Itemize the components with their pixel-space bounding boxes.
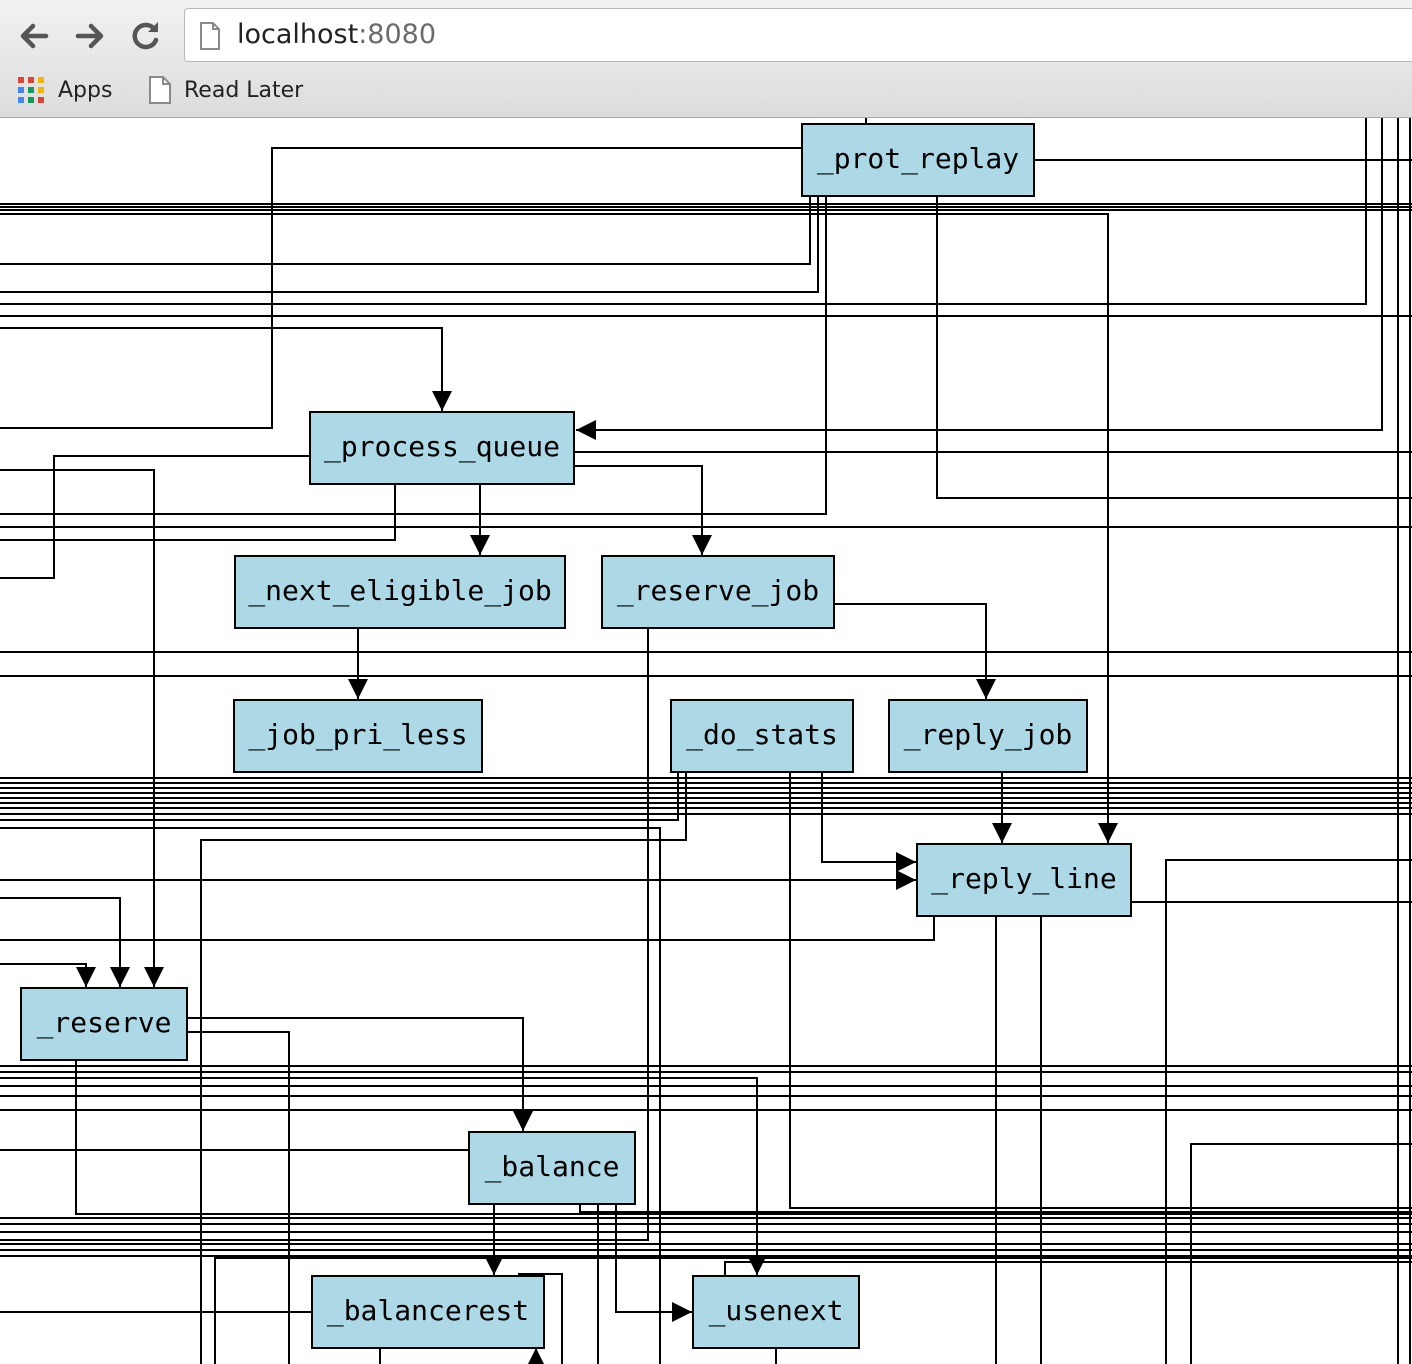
edge: [615, 1204, 692, 1322]
node-prot-replay[interactable]: _prot_replay: [801, 123, 1035, 197]
node-reply-line[interactable]: _reply_line: [916, 843, 1132, 917]
edge: [200, 772, 687, 1364]
edge: [576, 118, 1383, 440]
node-do-stats[interactable]: _do_stats: [670, 699, 854, 773]
node-label: _process_queue: [324, 430, 560, 464]
edge: [821, 772, 916, 872]
node-label: _reply_line: [931, 862, 1116, 896]
reload-icon: [132, 22, 159, 50]
back-arrow-icon: [20, 23, 49, 49]
node-reserve[interactable]: _reserve: [20, 987, 188, 1061]
edge: [0, 772, 679, 821]
node-label: _job_pri_less: [248, 718, 467, 752]
edge: [0, 196, 827, 515]
node-label: _prot_replay: [817, 142, 1019, 176]
node-label: _usenext: [709, 1294, 844, 1328]
node-label: _next_eligible_job: [248, 574, 551, 608]
url-port: :8080: [358, 19, 437, 50]
edge: [187, 1031, 290, 1364]
edge: [0, 455, 310, 579]
node-balancerest[interactable]: _balancerest: [311, 1275, 545, 1349]
node-label: _reply_job: [904, 718, 1073, 752]
edge: [187, 1017, 533, 1131]
page-icon: [149, 76, 171, 104]
edge: [0, 147, 802, 429]
nodes: _prot_replay _process_queue _next_eligib…: [20, 123, 1132, 1349]
bookmark-read-later[interactable]: Read Later: [148, 74, 303, 106]
node-reply-job[interactable]: _reply_job: [888, 699, 1088, 773]
edge: [789, 772, 1412, 1209]
edge: [0, 327, 452, 411]
node-label: _reserve: [37, 1006, 172, 1040]
back-button[interactable]: [14, 14, 54, 58]
forward-arrow-icon: [75, 23, 104, 49]
edge: [0, 213, 1118, 843]
edge: [834, 603, 996, 699]
edge: [579, 1204, 1412, 1213]
edge: [936, 196, 1412, 499]
edge: [0, 196, 819, 293]
forward-button[interactable]: [70, 14, 110, 58]
edges: [0, 118, 1412, 1364]
apps-grid-icon: [18, 77, 44, 103]
edge: [0, 827, 661, 1364]
edge: [518, 1273, 563, 1364]
url-text: localhost:8080: [237, 19, 436, 50]
bookmark-apps-label: Apps: [58, 77, 113, 103]
node-label: _balance: [485, 1150, 620, 1184]
node-job-pri-less[interactable]: _job_pri_less: [233, 699, 483, 773]
edge: [0, 118, 1367, 305]
edge: [724, 1261, 1412, 1275]
node-process-queue[interactable]: _process_queue: [309, 411, 575, 485]
edge: [0, 1077, 767, 1275]
node-label: _do_stats: [686, 718, 838, 752]
call-graph: _prot_replay _process_queue _next_eligib…: [0, 118, 1412, 1364]
bookmark-apps[interactable]: Apps: [16, 74, 112, 106]
edge: [574, 465, 712, 555]
node-label: _reserve_job: [617, 574, 819, 608]
edge: [1190, 1143, 1412, 1364]
edge: [1165, 859, 1412, 1364]
edge: [0, 628, 649, 1241]
edge: [0, 963, 96, 987]
node-label: _balancerest: [327, 1294, 529, 1328]
url-host: localhost: [237, 19, 359, 50]
edge: [0, 196, 811, 265]
address-bar[interactable]: localhost:8080: [184, 8, 1412, 62]
call-graph-svg: _prot_replay _process_queue _next_eligib…: [0, 118, 1412, 1364]
edge: [0, 469, 164, 987]
edge: [0, 897, 130, 987]
bookmark-read-later-label: Read Later: [184, 77, 304, 103]
edge: [75, 1060, 1412, 1215]
page-icon: [200, 22, 220, 50]
edge: [0, 484, 396, 541]
edge: [214, 1257, 1412, 1364]
node-usenext[interactable]: _usenext: [692, 1275, 860, 1349]
node-balance[interactable]: _balance: [468, 1131, 636, 1205]
node-reserve-job[interactable]: _reserve_job: [601, 555, 835, 629]
node-next-eligible-job[interactable]: _next_eligible_job: [234, 555, 566, 629]
browser-toolbar: localhost:8080 Apps Read Later: [0, 0, 1412, 118]
edge: [0, 916, 935, 941]
reload-button[interactable]: [126, 14, 166, 58]
